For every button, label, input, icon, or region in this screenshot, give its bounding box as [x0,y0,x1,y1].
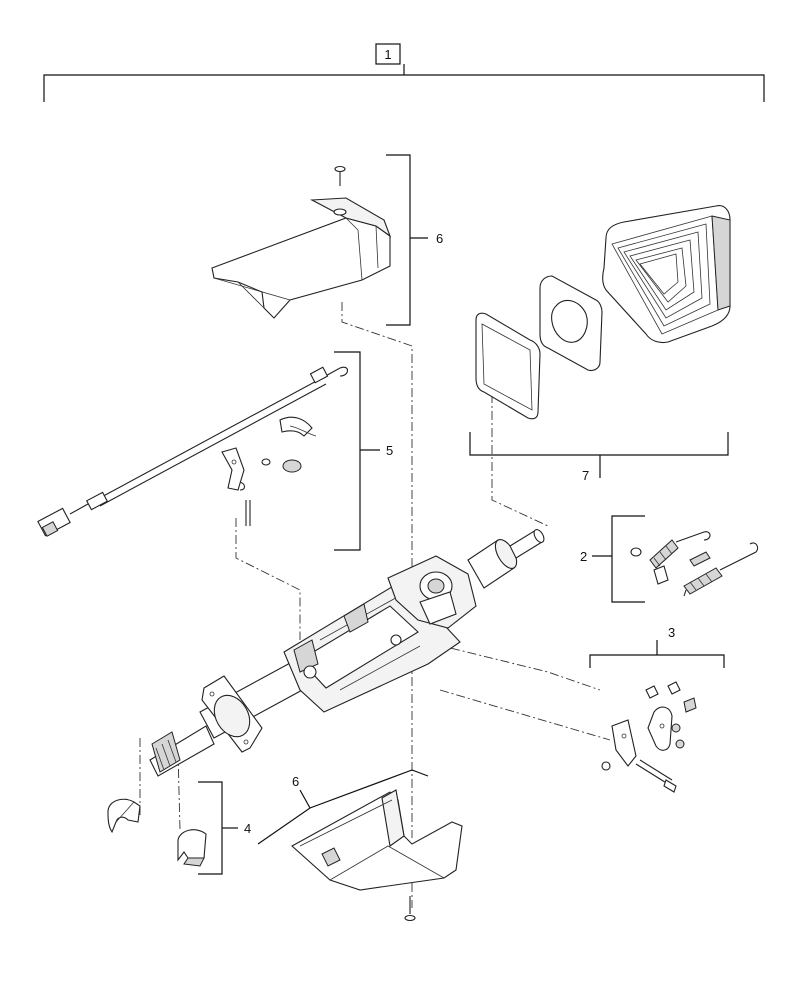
cover-screw-bottom [404,896,416,922]
bracket-5 [334,351,361,551]
callout-6-lower: 6 [292,774,299,789]
bracket-2 [611,515,645,603]
assembly-bracket [43,43,765,102]
boot-plate [539,275,603,372]
rubber-boot [602,205,731,344]
boot-gasket [475,312,541,420]
clamp-lower [177,829,207,867]
lower-steering-cover [291,789,463,891]
clamp-upper [107,798,141,834]
callout-6-upper: 6 [436,231,443,246]
bracket-6-lower [257,769,429,845]
lock-kit [601,681,697,793]
cover-screw-top [334,165,346,186]
cable-clip [279,416,317,437]
cable-pin [245,500,251,526]
callout-7: 7 [582,468,589,483]
callout-2: 2 [580,549,587,564]
bracket-6-upper [386,154,411,326]
callout-4: 4 [244,821,251,836]
cable-grommet [261,458,302,473]
bracket-7 [469,432,729,456]
bracket-3 [589,654,725,668]
callout-5: 5 [386,443,393,458]
callout-1: 1 [384,47,391,62]
spring-kit [630,531,759,597]
release-cable [37,366,349,537]
upper-steering-cover [211,197,392,319]
cable-bracket [221,447,246,491]
steering-column [149,529,545,777]
callout-3: 3 [668,625,675,640]
